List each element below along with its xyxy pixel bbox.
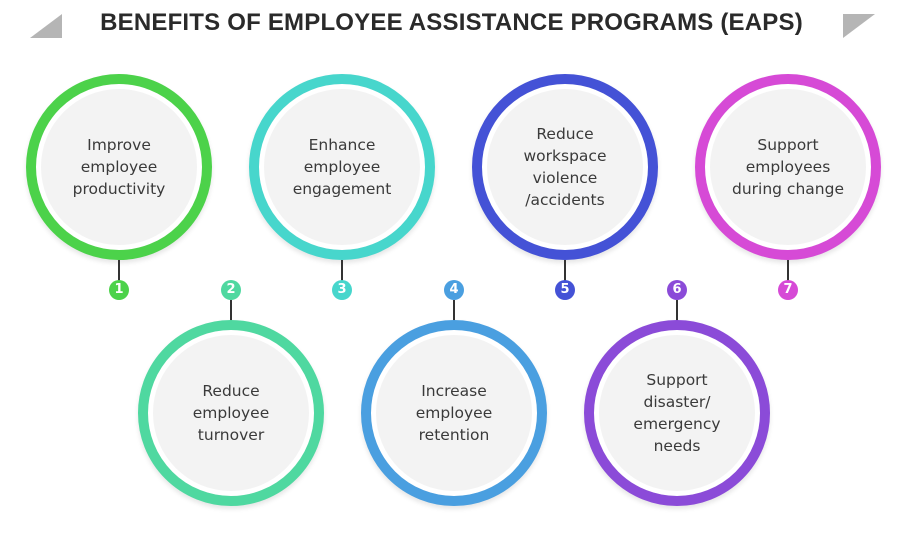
connector-6	[676, 300, 678, 326]
benefit-number-5: 5	[555, 280, 575, 300]
benefit-text-5: Reduce workspace violence /accidents	[523, 125, 607, 209]
benefit-number-3: 3	[332, 280, 352, 300]
benefit-number-6: 6	[667, 280, 687, 300]
benefit-circle-4: Increase employee retention	[361, 320, 547, 506]
connector-1	[118, 260, 120, 286]
connector-7	[787, 260, 789, 286]
left-triangle-decoration	[30, 14, 62, 38]
benefit-number-7: 7	[778, 280, 798, 300]
benefit-number-2: 2	[221, 280, 241, 300]
connector-4	[453, 300, 455, 326]
benefit-circle-7: Support employees during change	[695, 74, 881, 260]
title-bar: BENEFITS OF EMPLOYEE ASSISTANCE PROGRAMS…	[0, 0, 903, 56]
benefit-text-6: Support disaster/ emergency needs	[633, 371, 721, 455]
benefit-text-7: Support employees during change	[732, 136, 844, 198]
connector-5	[564, 260, 566, 286]
benefit-text-3: Enhance employee engagement	[292, 136, 392, 198]
benefit-circle-2: Reduce employee turnover	[138, 320, 324, 506]
benefit-circle-6: Support disaster/ emergency needs	[584, 320, 770, 506]
benefit-circle-5: Reduce workspace violence /accidents	[472, 74, 658, 260]
benefit-text-1: Improve employee productivity	[72, 136, 166, 198]
connector-2	[230, 300, 232, 326]
benefit-circle-1: Improve employee productivity	[26, 74, 212, 260]
benefit-text-2: Reduce employee turnover	[192, 382, 270, 444]
benefit-number-1: 1	[109, 280, 129, 300]
right-triangle-decoration	[843, 14, 875, 38]
benefit-text-4: Increase employee retention	[415, 382, 493, 444]
page-title: BENEFITS OF EMPLOYEE ASSISTANCE PROGRAMS…	[100, 9, 803, 36]
connector-3	[341, 260, 343, 286]
benefit-number-4: 4	[444, 280, 464, 300]
benefit-circle-3: Enhance employee engagement	[249, 74, 435, 260]
